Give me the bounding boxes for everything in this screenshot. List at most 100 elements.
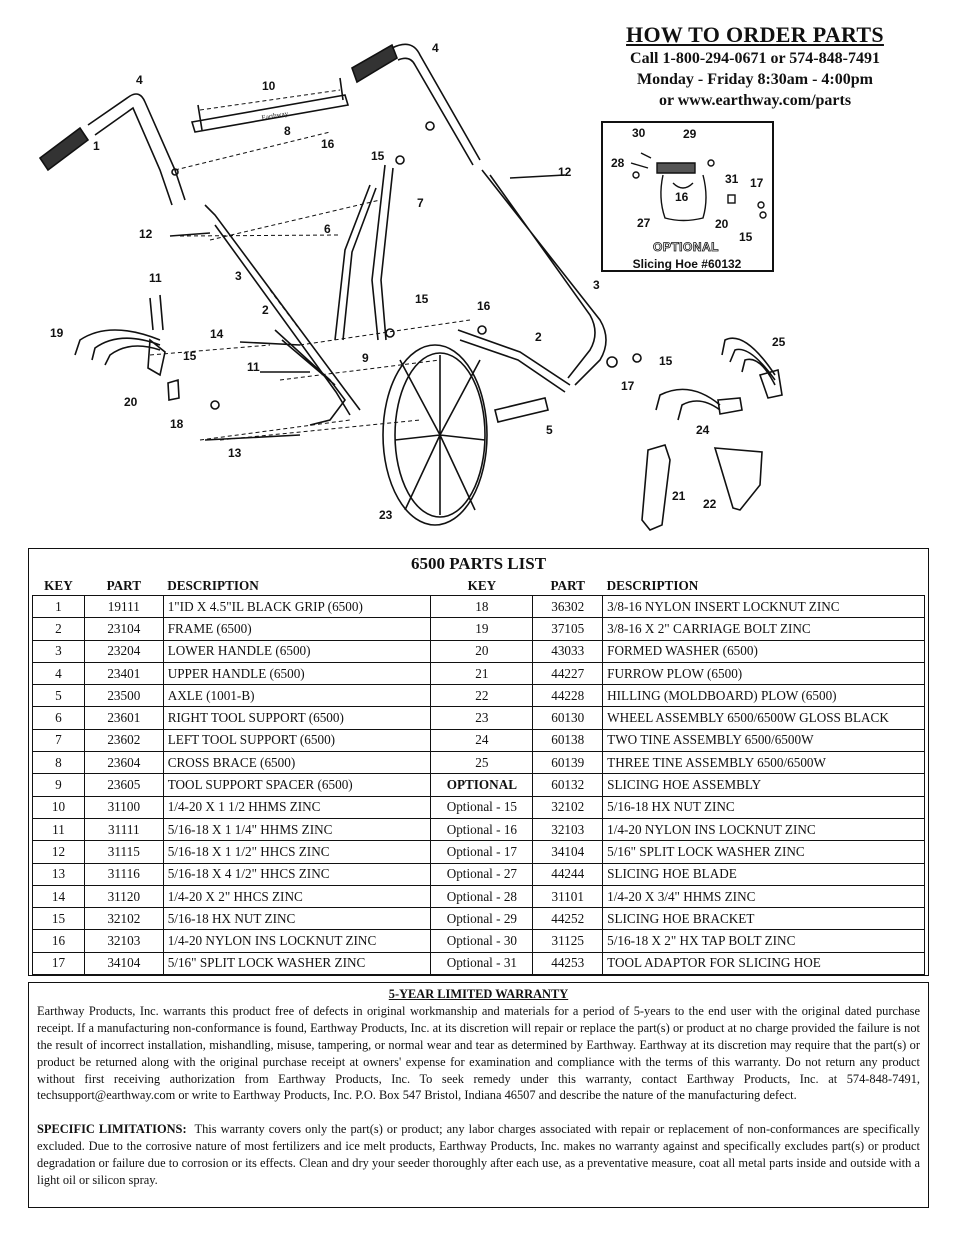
cell-part: 19111 xyxy=(83,594,164,619)
cell-key-2: 23 xyxy=(430,706,534,730)
callout-2a: 2 xyxy=(262,303,269,317)
cell-key-2: 21 xyxy=(430,661,534,686)
cell-part-2: 60138 xyxy=(532,728,604,753)
col-description-2: DESCRIPTION xyxy=(606,578,699,593)
cell-part: 23401 xyxy=(83,661,164,686)
order-web: or www.earthway.com/parts xyxy=(658,92,852,109)
lower-handle-left xyxy=(204,204,361,416)
callout-9: 9 xyxy=(362,351,369,365)
opt-callout-29: 29 xyxy=(683,127,697,141)
cell-key: 10 xyxy=(32,795,85,819)
cell-key: 4 xyxy=(32,661,85,686)
optional-heading: OPTIONAL xyxy=(653,240,719,254)
col-description: DESCRIPTION xyxy=(167,578,259,593)
slicing-hoe-diagram: 30 29 28 31 17 16 27 20 15 OPTIONAL Slic… xyxy=(611,126,767,271)
cell-description: TOOL SUPPORT SPACER (6500) xyxy=(162,773,432,797)
slicing-hoe-caption: Slicing Hoe #60132 xyxy=(633,257,742,270)
warranty-title: 5-YEAR LIMITED WARRANTY xyxy=(388,987,569,1001)
frame-right xyxy=(457,329,571,393)
hilling-plow xyxy=(713,447,763,511)
cell-part-2: 44228 xyxy=(532,684,604,708)
axle xyxy=(494,397,549,423)
cell-part: 31116 xyxy=(83,862,164,886)
cell-description-2: FURROW PLOW (6500) xyxy=(602,661,925,686)
cell-part-2: 44253 xyxy=(532,951,604,976)
cell-part: 31100 xyxy=(83,795,164,819)
cell-part: 23204 xyxy=(83,639,164,663)
furrow-plow xyxy=(641,444,671,531)
cell-key: 12 xyxy=(32,840,85,864)
cell-key: 3 xyxy=(32,639,85,663)
cell-key-2: 22 xyxy=(430,684,534,708)
order-hours: Monday - Friday 8:30am - 4:00pm xyxy=(637,71,873,88)
callout-11b: 11 xyxy=(247,360,260,374)
cell-key-2: Optional - 16 xyxy=(430,817,534,842)
three-tine-right xyxy=(721,337,783,399)
cell-part-2: 43033 xyxy=(532,639,604,663)
cell-description-2: 3/8-16 X 2" CARRIAGE BOLT ZINC xyxy=(602,617,925,641)
callout-1: 1 xyxy=(93,139,100,153)
warranty-limitations: SPECIFIC LIMITATIONS: This warranty cove… xyxy=(37,1121,920,1189)
cell-part-2: 36302 xyxy=(532,594,604,619)
warranty-body: Earthway Products, Inc. warrants this pr… xyxy=(37,1003,920,1103)
cell-key: 5 xyxy=(32,684,85,708)
cell-description: 5/16-18 HX NUT ZINC xyxy=(162,907,432,931)
frame-left xyxy=(274,329,346,426)
order-title: HOW TO ORDER PARTS xyxy=(626,22,884,47)
cell-part-2: 60130 xyxy=(532,706,604,730)
cell-description: 5/16-18 X 4 1/2" HHCS ZINC xyxy=(162,862,432,886)
cell-part-2: 44227 xyxy=(532,661,604,686)
cell-part-2: 37105 xyxy=(532,617,604,641)
opt-callout-31: 31 xyxy=(725,172,739,186)
cell-description: 1/4-20 NYLON INS LOCKNUT ZINC xyxy=(162,929,432,953)
cell-key-2: 18 xyxy=(430,594,534,619)
cell-key-2: Optional - 15 xyxy=(430,795,534,819)
cell-key-2: 19 xyxy=(430,617,534,641)
cell-part-2: 60139 xyxy=(532,751,604,775)
cell-key-2: 25 xyxy=(430,751,534,775)
callout-6: 6 xyxy=(324,222,331,236)
cell-description: 1/4-20 X 2" HHCS ZINC xyxy=(162,884,432,909)
cell-description-2: THREE TINE ASSEMBLY 6500/6500W xyxy=(602,751,925,775)
cell-description: AXLE (1001-B) xyxy=(162,684,432,708)
callout-12b: 12 xyxy=(558,165,572,179)
wheel-inner xyxy=(394,352,486,518)
col-key-2: KEY xyxy=(467,578,497,593)
cell-part: 23605 xyxy=(83,773,164,797)
cell-description-2: 5/16" SPLIT LOCK WASHER ZINC xyxy=(602,840,925,864)
callout-15b: 15 xyxy=(415,292,429,306)
wheel-spokes xyxy=(394,355,486,515)
cell-part-2: 31101 xyxy=(532,884,604,909)
cell-part-2: 31125 xyxy=(532,929,604,953)
cell-part: 31120 xyxy=(83,884,164,909)
cell-part: 23601 xyxy=(83,706,164,730)
cell-part-2: 60132 xyxy=(532,773,604,797)
order-info: HOW TO ORDER PARTS Call 1-800-294-0671 o… xyxy=(600,22,910,111)
callout-4a: 4 xyxy=(136,73,143,87)
callout-24: 24 xyxy=(696,423,710,437)
cell-description: 5/16-18 X 1 1/4" HHMS ZINC xyxy=(162,817,432,842)
cell-description-2: TWO TINE ASSEMBLY 6500/6500W xyxy=(602,728,925,753)
cell-part-2: 34104 xyxy=(532,840,604,864)
cell-description-2: SLICING HOE BLADE xyxy=(602,862,925,886)
warranty-box: 5-YEAR LIMITED WARRANTY Earthway Product… xyxy=(28,982,929,1208)
cell-key: 13 xyxy=(32,862,85,886)
cell-part-2: 32103 xyxy=(532,817,604,842)
callout-2b: 2 xyxy=(535,330,542,344)
callout-14: 14 xyxy=(210,327,224,341)
cell-description-2: SLICING HOE ASSEMBLY xyxy=(602,773,925,797)
callout-10: 10 xyxy=(262,79,276,93)
opt-callout-30: 30 xyxy=(632,126,646,140)
order-phone: Call 1-800-294-0671 or 574-848-7491 xyxy=(630,50,880,67)
cell-key-2: Optional - 31 xyxy=(430,951,534,976)
